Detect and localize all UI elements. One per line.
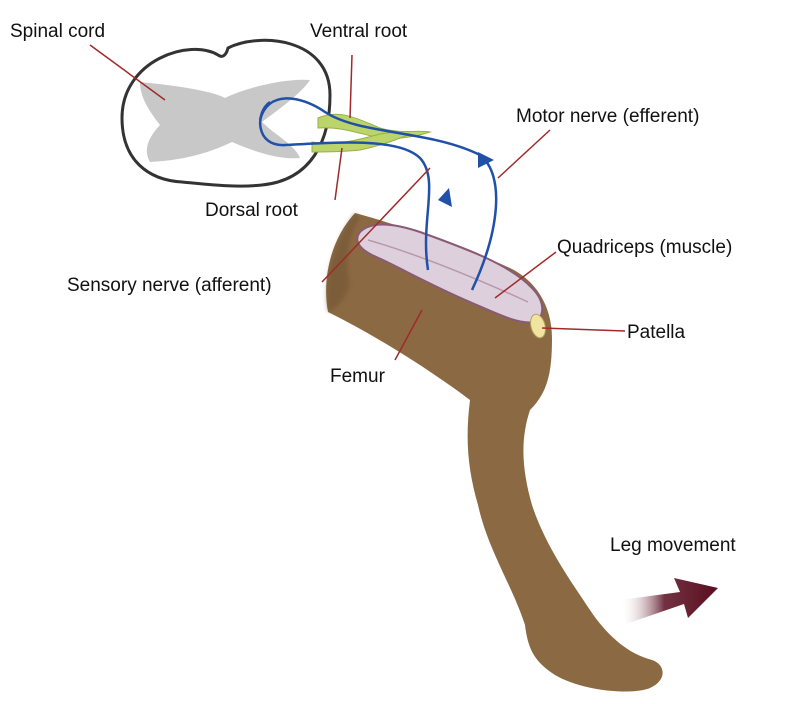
leader-motor-nerve	[497, 129, 551, 179]
label-femur: Femur	[330, 366, 386, 387]
label-ventral-root: Ventral root	[310, 21, 408, 42]
label-quadriceps: Quadriceps (muscle)	[557, 237, 732, 258]
motor-nerve	[258, 97, 498, 291]
leader-lines	[89, 44, 626, 361]
label-spinal-cord: Spinal cord	[10, 21, 105, 42]
patella-bone	[530, 313, 546, 339]
leader-sensory-nerve	[321, 167, 431, 283]
leader-patella	[541, 327, 626, 332]
leader-femur	[394, 309, 423, 361]
leader-quadriceps	[494, 251, 557, 299]
arrowhead-icon	[478, 152, 494, 168]
label-patella: Patella	[627, 322, 686, 343]
sensory-nerve	[258, 100, 431, 271]
leg-shading	[326, 213, 360, 312]
leader-dorsal-root	[334, 147, 343, 201]
leader-spinal-cord	[89, 44, 166, 101]
label-dorsal-root: Dorsal root	[205, 200, 299, 221]
muscle-fiber-line	[367, 239, 529, 303]
leader-ventral-root	[349, 54, 353, 119]
label-sensory-nerve: Sensory nerve (afferent)	[67, 275, 272, 296]
label-leg-movement: Leg movement	[610, 535, 736, 556]
arrowhead-icon	[438, 188, 452, 207]
label-motor-nerve: Motor nerve (efferent)	[516, 106, 699, 127]
right-arrow-icon	[620, 578, 718, 624]
